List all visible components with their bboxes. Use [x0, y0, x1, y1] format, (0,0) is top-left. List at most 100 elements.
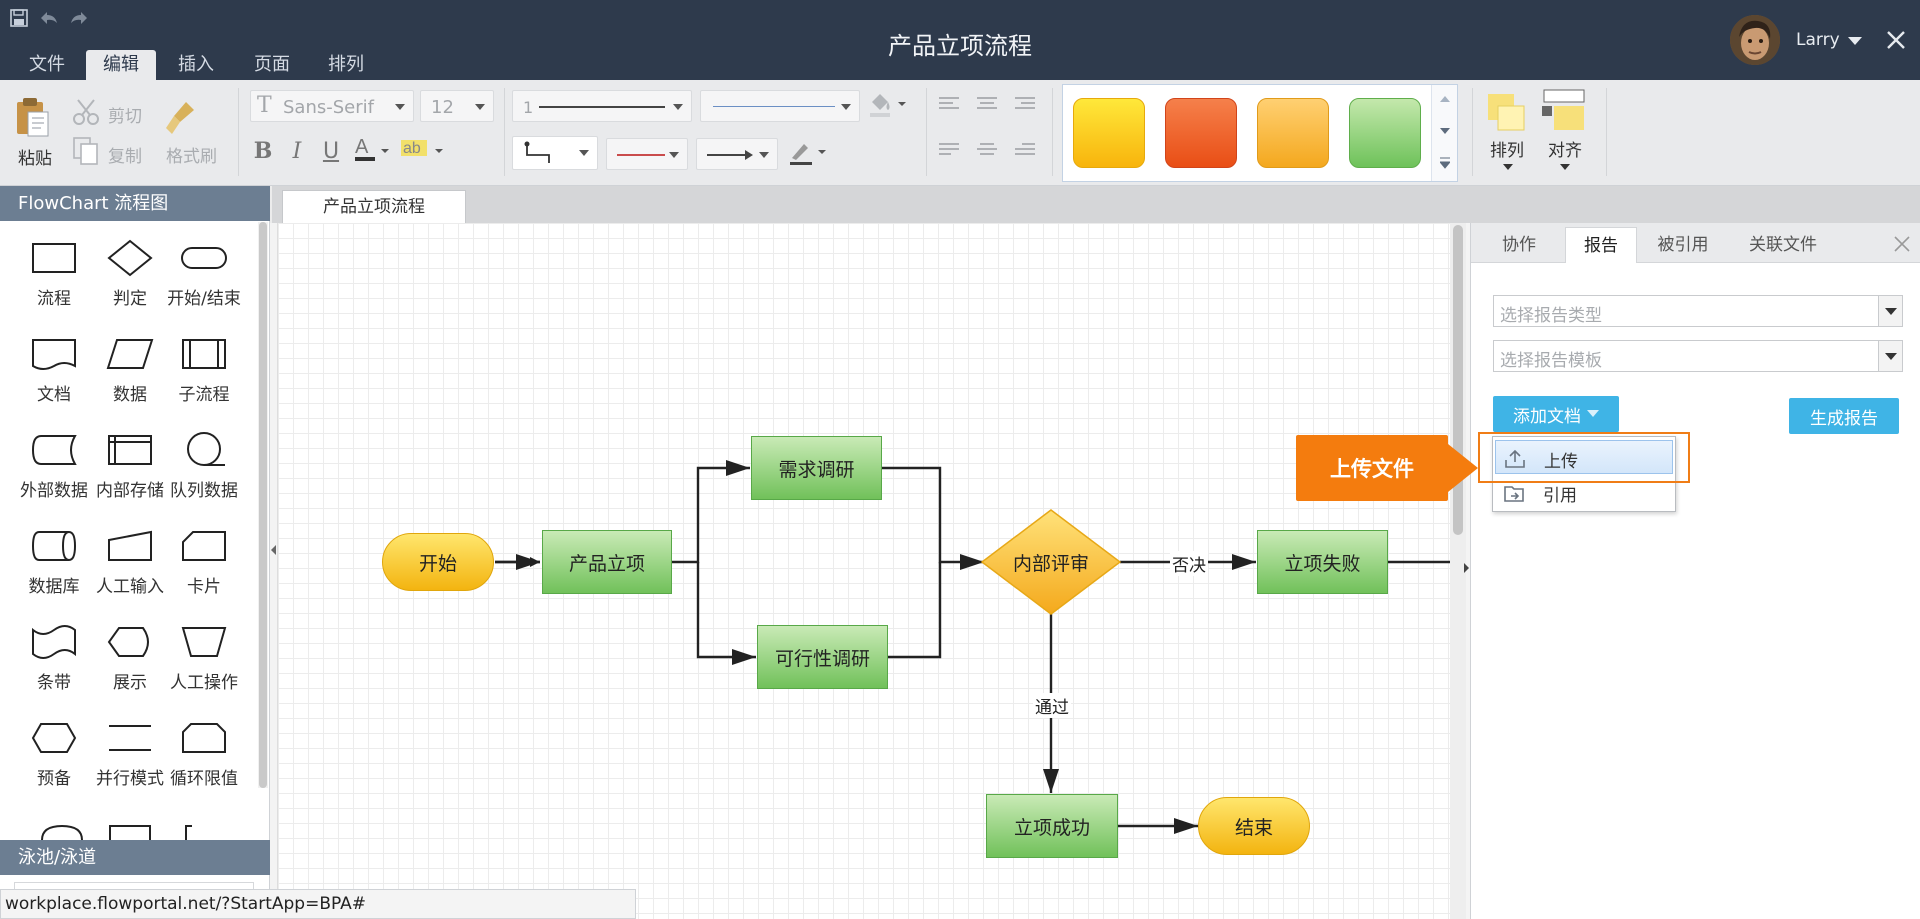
copy-button[interactable]: 复制	[108, 147, 142, 167]
bold-icon[interactable]: B	[253, 138, 273, 164]
document-tab[interactable]: 产品立项流程	[282, 190, 466, 223]
line-end-select[interactable]	[696, 138, 778, 170]
style-swatch-red[interactable]	[1165, 98, 1237, 168]
copy-icon[interactable]	[72, 136, 100, 170]
align-top-icon[interactable]	[938, 142, 960, 162]
edge-label-reject[interactable]: 否决	[1170, 551, 1208, 576]
left-panel-splitter[interactable]	[270, 223, 278, 919]
node-demand-research[interactable]: 需求调研	[751, 436, 882, 500]
font-size-select[interactable]: 12	[420, 90, 494, 122]
undo-icon[interactable]	[38, 8, 60, 28]
node-internal-review[interactable]: 内部评审	[1012, 552, 1089, 575]
node-start[interactable]: 开始	[382, 533, 494, 591]
line-color-icon[interactable]	[786, 138, 830, 168]
report-type-select[interactable]: 选择报告类型	[1493, 295, 1903, 327]
arrange-icon[interactable]	[1484, 90, 1528, 138]
shape-loop-limit[interactable]: 循环限值	[166, 710, 242, 800]
shape-subprocess[interactable]: 子流程	[166, 326, 242, 416]
node-feasibility-research[interactable]: 可行性调研	[757, 625, 888, 689]
shape-queue-data[interactable]: 队列数据	[166, 422, 242, 512]
style-swatch-green[interactable]	[1349, 98, 1421, 168]
line-start-select[interactable]	[606, 138, 688, 170]
menu-item-reference[interactable]: 引用	[1495, 475, 1673, 509]
shape-document[interactable]: 文档	[16, 326, 92, 416]
shape-preparation[interactable]: 预备	[16, 710, 92, 800]
shape-database[interactable]: 数据库	[16, 518, 92, 608]
user-menu-caret-icon[interactable]	[1848, 37, 1862, 45]
shape-manual-input[interactable]: 人工输入	[92, 518, 168, 608]
save-icon[interactable]	[8, 8, 30, 28]
diagram-canvas[interactable]: 开始 产品立项 需求调研 可行性调研 内部评审 立项失败 立项成功 结束 否决 …	[278, 223, 1450, 919]
format-painter-button[interactable]: 格式刷	[166, 147, 217, 167]
tab-referenced[interactable]: 被引用	[1657, 235, 1709, 255]
font-family-select[interactable]: T Sans-Serif	[250, 90, 414, 122]
highlight-color-icon[interactable]: ab	[398, 134, 448, 164]
menu-tab-edit[interactable]: 编辑	[86, 50, 156, 80]
align-center-icon[interactable]	[976, 96, 998, 116]
shape-tape[interactable]: 条带	[16, 614, 92, 704]
shape-external-data[interactable]: 外部数据	[16, 422, 92, 512]
arrange-button[interactable]: 排列	[1490, 141, 1524, 161]
style-gallery-scroll[interactable]	[1431, 85, 1457, 181]
shape-parallel-mode[interactable]: 并行模式	[92, 710, 168, 800]
tab-report[interactable]: 报告	[1565, 227, 1637, 263]
node-end[interactable]: 结束	[1198, 797, 1310, 855]
style-swatch-orange[interactable]	[1257, 98, 1329, 168]
add-document-button[interactable]: 添加文档	[1493, 396, 1619, 432]
shape-library-header[interactable]: FlowChart 流程图	[0, 186, 270, 221]
cut-button[interactable]: 剪切	[108, 107, 142, 127]
user-avatar[interactable]	[1730, 15, 1780, 65]
align-middle-icon[interactable]	[976, 142, 998, 162]
canvas-vertical-scrollbar[interactable]	[1450, 223, 1466, 919]
right-panel-splitter[interactable]	[1464, 223, 1470, 919]
generate-report-button[interactable]: 生成报告	[1789, 398, 1899, 434]
shape-data[interactable]: 数据	[92, 326, 168, 416]
scrollbar-thumb[interactable]	[259, 222, 267, 788]
align-objects-icon[interactable]	[1540, 88, 1588, 138]
shape-partial-icon[interactable]	[40, 822, 200, 844]
menu-item-upload[interactable]: 上传	[1495, 440, 1673, 474]
connector-style-select[interactable]	[512, 136, 598, 170]
chevron-down-icon[interactable]	[1503, 164, 1513, 171]
style-swatch-yellow[interactable]	[1073, 98, 1145, 168]
node-project-failed[interactable]: 立项失败	[1257, 530, 1388, 594]
line-weight-select[interactable]: 1	[512, 90, 692, 122]
shape-process[interactable]: 流程	[16, 230, 92, 320]
close-window-icon[interactable]	[1880, 24, 1912, 56]
tab-collaborate[interactable]: 协作	[1502, 235, 1536, 255]
chevron-down-icon[interactable]	[1878, 296, 1902, 326]
shape-manual-operation[interactable]: 人工操作	[166, 614, 242, 704]
shape-display[interactable]: 展示	[92, 614, 168, 704]
menu-tab-insert[interactable]: 插入	[178, 54, 214, 75]
paste-icon[interactable]	[14, 96, 50, 142]
align-button[interactable]: 对齐	[1548, 141, 1582, 161]
shape-terminator[interactable]: 开始/结束	[166, 230, 242, 320]
format-painter-icon[interactable]	[166, 100, 198, 140]
node-project-success[interactable]: 立项成功	[986, 794, 1118, 858]
cut-icon[interactable]	[72, 98, 100, 130]
node-product-project[interactable]: 产品立项	[542, 530, 672, 594]
chevron-down-icon[interactable]	[1560, 164, 1570, 171]
tab-related-files[interactable]: 关联文件	[1749, 235, 1817, 255]
paste-button[interactable]: 粘贴	[18, 149, 52, 169]
shape-decision[interactable]: 判定	[92, 230, 168, 320]
menu-tab-arrange[interactable]: 排列	[328, 54, 364, 75]
menu-tab-page[interactable]: 页面	[254, 54, 290, 75]
align-right-icon[interactable]	[1014, 96, 1036, 116]
shape-library-scrollbar[interactable]	[258, 222, 268, 788]
italic-icon[interactable]: I	[292, 138, 302, 164]
fill-color-icon[interactable]	[866, 90, 910, 120]
shape-internal-storage[interactable]: 内部存储	[92, 422, 168, 512]
edge-label-pass[interactable]: 通过	[1033, 693, 1071, 718]
redo-icon[interactable]	[68, 8, 90, 28]
underline-icon[interactable]: U	[322, 138, 340, 164]
scrollbar-thumb[interactable]	[1453, 225, 1463, 535]
align-left-icon[interactable]	[938, 96, 960, 116]
line-color-select[interactable]	[700, 90, 860, 122]
swimlane-header[interactable]: 泳池/泳道	[0, 840, 270, 875]
report-template-select[interactable]: 选择报告模板	[1493, 340, 1903, 372]
font-color-icon[interactable]: A	[352, 134, 392, 164]
user-name[interactable]: Larry	[1796, 30, 1840, 50]
close-panel-icon[interactable]	[1893, 235, 1911, 253]
menu-tab-file[interactable]: 文件	[29, 54, 65, 75]
